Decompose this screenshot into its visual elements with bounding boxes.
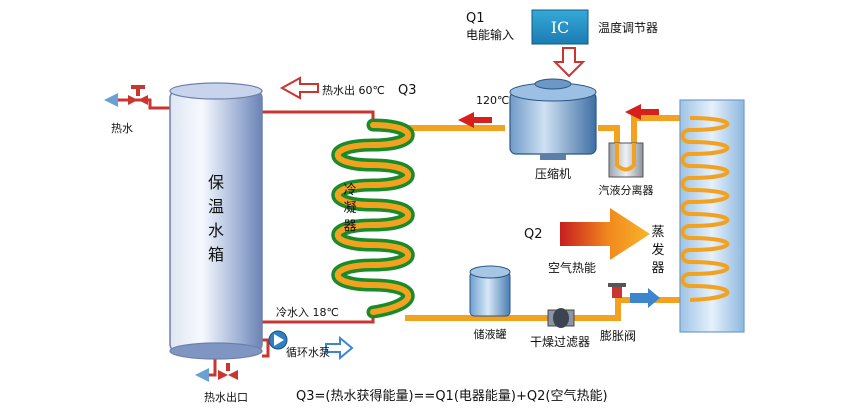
evaporator-label-2: 发 xyxy=(651,242,664,258)
pump-flow-arrow-icon xyxy=(325,335,354,361)
compressor xyxy=(509,78,597,160)
dryer-filter-label: 干燥过滤器 xyxy=(530,335,590,349)
power-input-label: 电能输入 xyxy=(466,27,514,42)
compressor-label: 压缩机 xyxy=(535,166,571,181)
storage-tank: 保 温 水 箱 xyxy=(169,82,263,360)
ic-controller: IC xyxy=(531,9,589,45)
evaporator xyxy=(679,99,745,333)
q2-label: Q2 xyxy=(524,227,543,242)
energy-formula: Q3=(热水获得能量)==Q1(电器能量)+Q2(空气热能) xyxy=(296,388,608,404)
tank-label-3: 水 xyxy=(208,221,224,240)
circ-pump-label: 循环水泵 xyxy=(286,346,330,359)
evaporator-label-3: 器 xyxy=(651,261,664,276)
gas-liquid-separator xyxy=(608,142,644,178)
tank-label-1: 保 xyxy=(208,173,224,192)
hot-water-out-arrow-icon xyxy=(279,76,319,100)
condenser-label-3: 器 xyxy=(343,219,356,234)
ic-label: IC xyxy=(551,18,570,37)
hot-water-outlet-valve-icon xyxy=(218,363,238,380)
temp-120-label: 120℃ xyxy=(476,94,509,107)
hot-water-valve-icon xyxy=(128,85,148,105)
evaporator-label-1: 蒸 xyxy=(651,225,664,240)
outlet-arrow-icon xyxy=(195,368,209,382)
circulation-pump-icon xyxy=(268,330,288,350)
hot-water-label: 热水 xyxy=(111,122,133,135)
hot-water-arrow-icon xyxy=(104,93,118,107)
cold-water-in-label: 冷水入 18℃ xyxy=(276,306,339,319)
flow-left-arrow-icon xyxy=(458,112,492,128)
flow-left-arrow-2-icon xyxy=(625,104,659,120)
dryer-filter xyxy=(547,308,575,328)
receiver-label: 储液罐 xyxy=(474,327,507,341)
air-heat-arrow-icon xyxy=(560,208,650,260)
condenser-coil xyxy=(331,118,415,319)
hot-water-outlet-label: 热水出口 xyxy=(204,390,248,404)
air-heat-label: 空气热能 xyxy=(548,260,596,275)
liquid-receiver xyxy=(469,265,511,317)
condenser-label-2: 凝 xyxy=(343,200,356,216)
tank-label-2: 温 xyxy=(208,197,224,216)
hot-water-out-label: 热水出 60℃ xyxy=(322,83,385,97)
thermostat-label: 温度调节器 xyxy=(598,20,658,35)
refrigerant-pipes xyxy=(405,115,690,321)
q3-label: Q3 xyxy=(398,83,417,98)
condenser-label-1: 冷 xyxy=(343,183,356,198)
expansion-valve-icon xyxy=(608,283,626,298)
expansion-valve-label: 膨胀阀 xyxy=(600,329,636,343)
q1-label: Q1 xyxy=(466,11,485,26)
separator-label: 汽液分离器 xyxy=(599,183,654,197)
power-down-arrow-icon xyxy=(552,47,586,78)
flow-right-arrow-icon xyxy=(630,288,660,308)
tank-label-4: 箱 xyxy=(208,245,224,264)
